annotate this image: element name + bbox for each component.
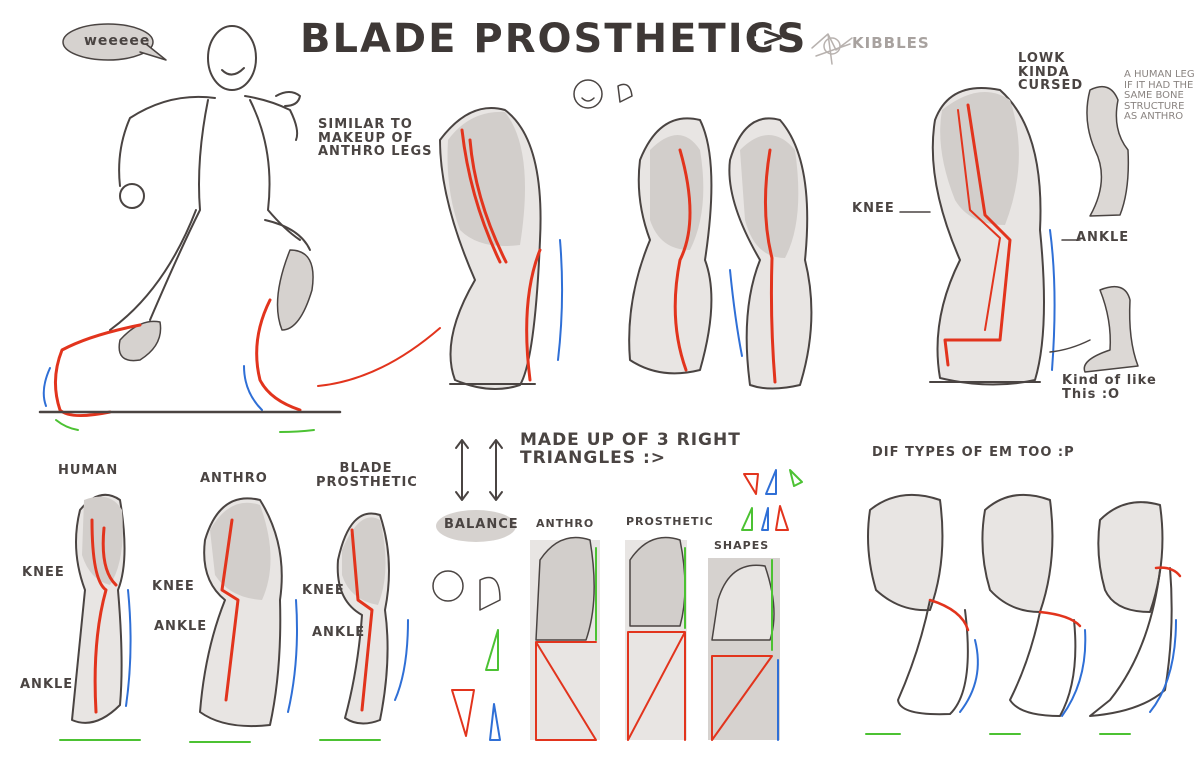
label-anthro: ANTHRO: [200, 471, 268, 486]
label-prosthetic-2: PROSTHETIC: [626, 515, 714, 528]
label-balance: BALANCE: [444, 517, 519, 532]
label-human-leg-note: A HUMAN LEG IF IT HAD THE SAME BONE STRU…: [1124, 69, 1195, 122]
bottom-anthro-leg: [189, 497, 298, 743]
blade-types: [865, 493, 1182, 735]
speech-bubble: [62, 23, 167, 61]
bottom-human-leg: [59, 493, 141, 741]
page-title: BLADE PROSTHETICS: [300, 16, 808, 62]
human-leg-reference: [1049, 85, 1139, 373]
top-blade-leg-side: [439, 107, 564, 390]
top-blade-leg-front-pair: [628, 117, 813, 390]
triangle-breakdown: [432, 439, 803, 741]
label-similar: SIMILAR TO MAKEUP OF ANTHRO LEGS: [318, 117, 433, 160]
bottom-blade-leg: [319, 512, 409, 741]
running-figure: [109, 25, 311, 331]
label-knee-top: KNEE: [852, 201, 895, 216]
label-human: HUMAN: [58, 463, 119, 478]
label-ankle-human: ANKLE: [20, 677, 74, 692]
label-ankle-anthro: ANKLE: [154, 619, 208, 634]
label-blade-prosthetic: BLADE PROSTHETIC: [316, 461, 418, 490]
speech-text: weeeee: [84, 33, 151, 49]
label-dif-types: DIF TYPES OF EM TOO :P: [872, 445, 1075, 460]
top-right-anatomy-leg: [899, 87, 1081, 386]
title-emote: :>: [748, 20, 787, 53]
signature-text: KIBBLES: [852, 34, 930, 52]
label-lowkinda: LOWK KINDA CURSED: [1018, 51, 1084, 94]
label-knee-anthro: KNEE: [152, 579, 195, 594]
smiley-thumbsup: [573, 79, 633, 109]
label-knee-blade: KNEE: [302, 583, 345, 598]
label-triangles: MADE UP OF 3 RIGHT TRIANGLES :>: [520, 430, 741, 468]
running-figure-legs: [38, 249, 441, 433]
label-kind-of-like: Kind of like This :O: [1062, 373, 1157, 402]
signature-mark: [811, 33, 853, 65]
label-shapes: SHAPES: [714, 539, 770, 552]
label-ankle-top: ANKLE: [1076, 230, 1130, 245]
label-anthro-2: ANTHRO: [536, 517, 595, 530]
label-knee-human: KNEE: [22, 565, 65, 580]
label-ankle-blade: ANKLE: [312, 625, 366, 640]
